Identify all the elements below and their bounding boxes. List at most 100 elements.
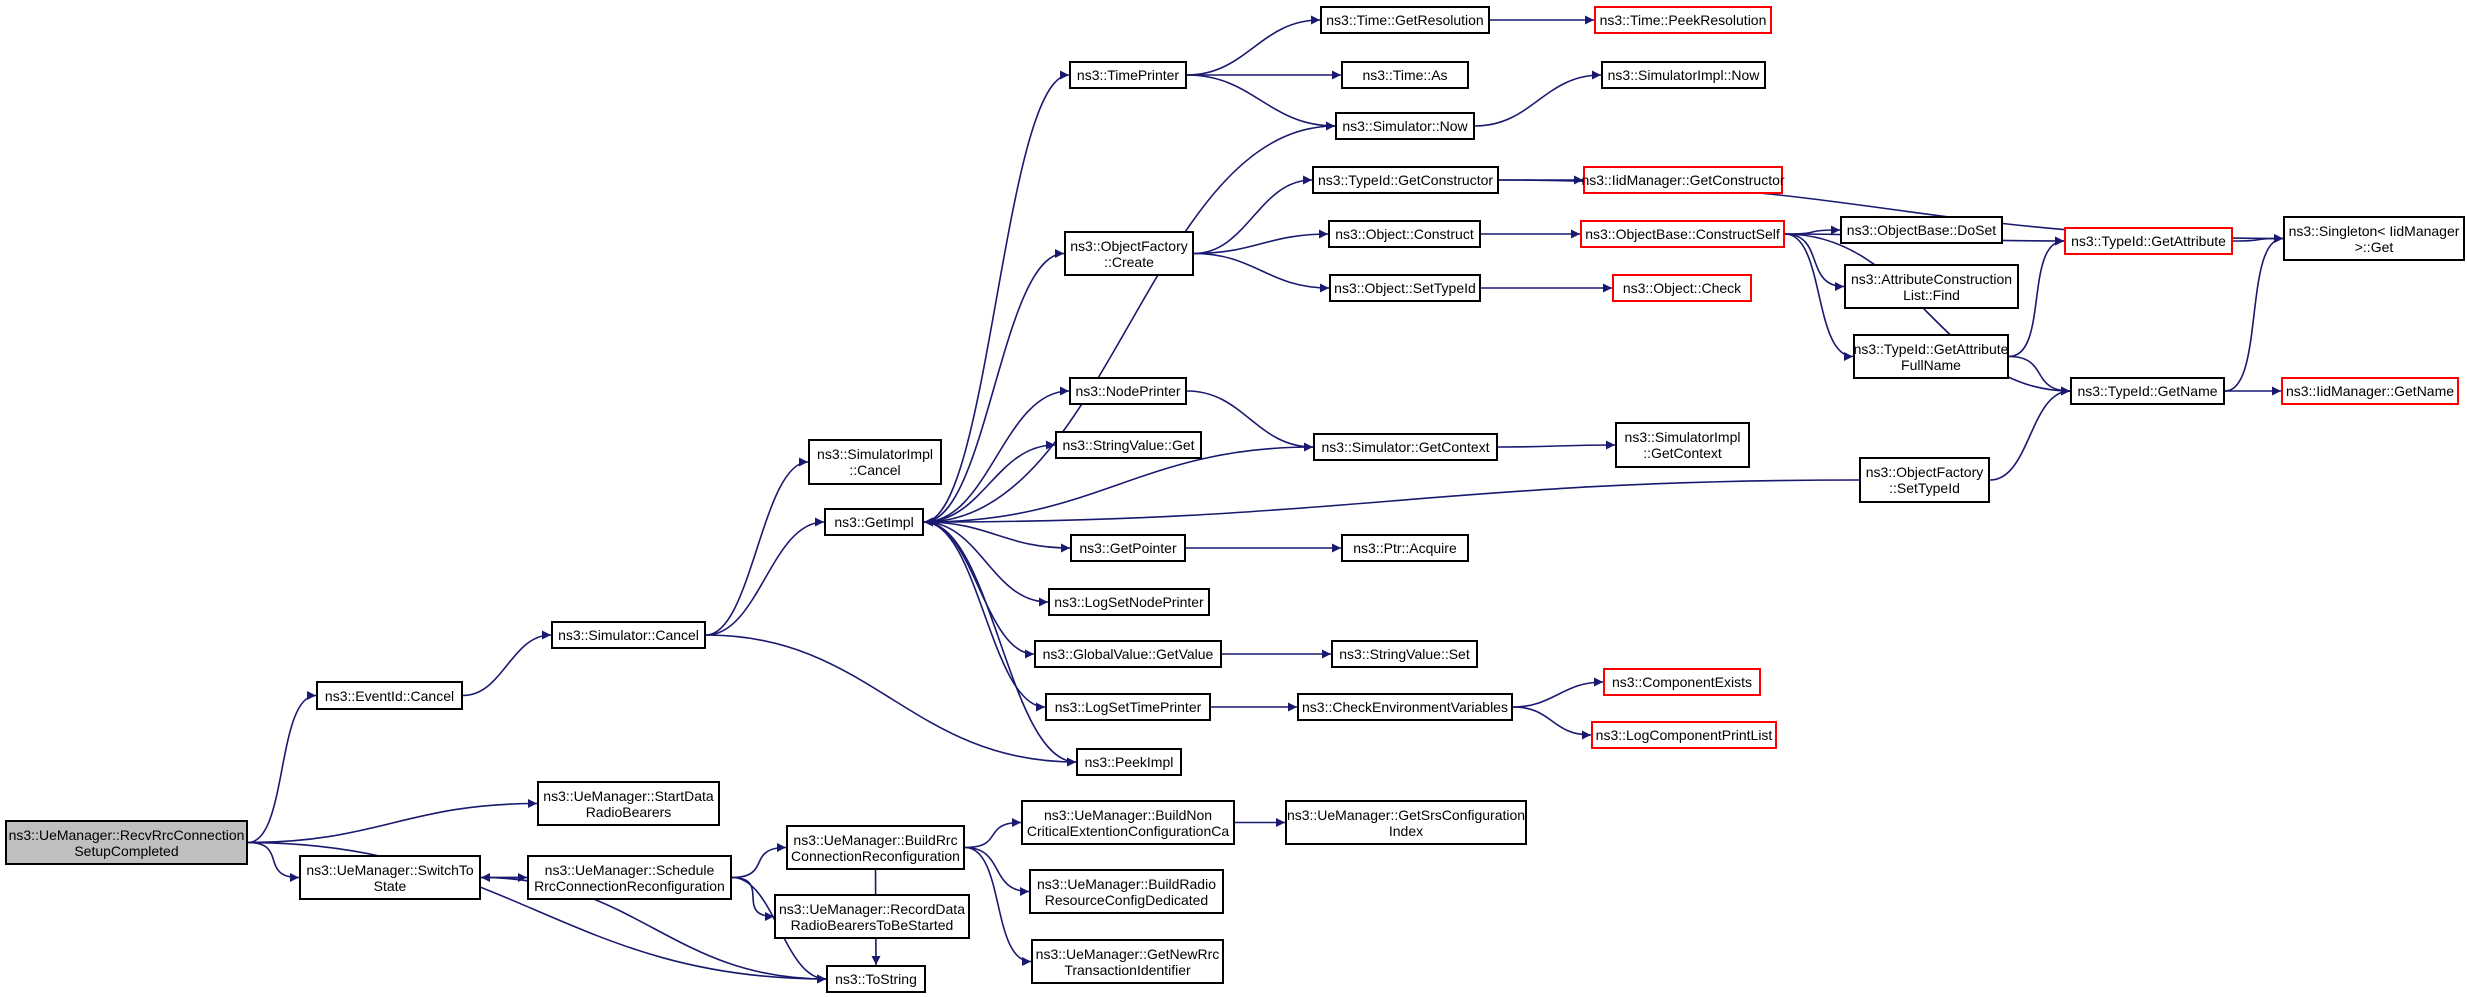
node-timeprinter[interactable]: ns3::TimePrinter <box>1069 61 1187 89</box>
node-object-check[interactable]: ns3::Object::Check <box>1612 274 1752 302</box>
node-object-construct[interactable]: ns3::Object::Construct <box>1328 220 1481 248</box>
node-sim-getcontext[interactable]: ns3::Simulator::GetContext <box>1313 433 1498 461</box>
node-label-line: ns3::UeManager::StartData <box>543 787 714 804</box>
node-ptr-acquire[interactable]: ns3::Ptr::Acquire <box>1341 534 1469 562</box>
edge-typeid-getattribute-to-singleton-get <box>2232 234 2284 244</box>
edge-objectbase-constructself-to-typeid-getattributefullname <box>1784 233 1854 361</box>
node-sim-cancel[interactable]: ns3::Simulator::Cancel <box>551 621 706 649</box>
node-label-line: SetupCompleted <box>74 842 179 859</box>
node-label-line: ns3::IidManager::GetName <box>2285 383 2455 399</box>
node-label-line: ns3::TypeId::GetConstructor <box>1317 172 1494 188</box>
node-checkenv[interactable]: ns3::CheckEnvironmentVariables <box>1297 693 1513 721</box>
node-label-line: ns3::ToString <box>835 971 917 987</box>
edge-root-to-tostring <box>247 841 827 984</box>
node-label-line: TransactionIdentifier <box>1064 961 1191 978</box>
node-componentexists[interactable]: ns3::ComponentExists <box>1603 668 1761 696</box>
node-getpointer[interactable]: ns3::GetPointer <box>1070 534 1186 562</box>
node-typeid-getname[interactable]: ns3::TypeId::GetName <box>2070 377 2225 405</box>
node-logsetnodeprinter[interactable]: ns3::LogSetNodePrinter <box>1048 588 1210 616</box>
edge-objfactory-settypeid-to-typeid-getname <box>1989 386 2071 481</box>
node-time-peekresolution[interactable]: ns3::Time::PeekResolution <box>1594 6 1772 34</box>
edge-root-to-switchto <box>247 841 300 882</box>
node-label-line: CriticalExtentionConfigurationCa <box>1026 822 1230 839</box>
node-singleton-get[interactable]: ns3::Singleton< IidManager >::Get <box>2283 216 2465 261</box>
node-label-line: ns3::Time::GetResolution <box>1326 12 1484 28</box>
edge-typeid-getattributefullname-to-typeid-getattribute <box>2008 236 2065 358</box>
node-label-line: RadioBearersToBeStarted <box>790 916 954 933</box>
node-object-settypeid[interactable]: ns3::Object::SetTypeId <box>1329 274 1481 302</box>
node-simimpl-getcontext[interactable]: ns3::SimulatorImpl::GetContext <box>1615 422 1750 468</box>
node-label-line: ns3::ObjectBase::DoSet <box>1846 222 1997 238</box>
node-label-line: ns3::GetImpl <box>834 514 914 530</box>
edge-buildrrc-to-getnewrrc <box>964 846 1032 966</box>
edge-objfactory-create-to-object-settypeid <box>1193 252 1330 293</box>
edge-sim-now-to-simimpl-now <box>1474 70 1602 127</box>
edge-getimpl-to-objfactory-create <box>923 249 1065 523</box>
node-label-line: ns3::LogSetNodePrinter <box>1054 594 1204 610</box>
node-label-line: ns3::Ptr::Acquire <box>1353 540 1457 556</box>
edge-getimpl-to-nodeprinter <box>923 386 1070 523</box>
edge-sim-getcontext-to-getimpl <box>923 446 1314 527</box>
node-label-line: ::Cancel <box>849 462 901 478</box>
node-label-line: ns3::UeManager::GetNewRrc <box>1035 945 1220 962</box>
node-label-line: ns3::Object::SetTypeId <box>1334 280 1476 296</box>
edge-nodeprinter-to-sim-getcontext <box>1186 390 1314 452</box>
node-nodeprinter[interactable]: ns3::NodePrinter <box>1069 377 1187 405</box>
node-label-line: >::Get <box>2354 238 2394 255</box>
node-label-line: ns3::Simulator::Now <box>1342 118 1468 134</box>
node-label-line: ResourceConfigDedicated <box>1044 891 1209 908</box>
node-label-line: ns3::LogComponentPrintList <box>1595 727 1773 743</box>
node-getimpl[interactable]: ns3::GetImpl <box>824 508 924 536</box>
node-label-line: ns3::Simulator::GetContext <box>1321 439 1490 455</box>
node-time-as[interactable]: ns3::Time::As <box>1341 61 1469 89</box>
node-time-getresolution[interactable]: ns3::Time::GetResolution <box>1320 6 1490 34</box>
node-label-line: Index <box>1388 822 1424 839</box>
node-simimpl-cancel[interactable]: ns3::SimulatorImpl::Cancel <box>808 439 942 485</box>
node-sim-now[interactable]: ns3::Simulator::Now <box>1335 112 1475 140</box>
node-simimpl-now[interactable]: ns3::SimulatorImpl::Now <box>1601 61 1766 89</box>
node-logcomponentprintlist[interactable]: ns3::LogComponentPrintList <box>1591 721 1777 749</box>
node-objfactory-settypeid[interactable]: ns3::ObjectFactory::SetTypeId <box>1859 457 1990 503</box>
node-label-line: ns3::ObjectFactory <box>1865 464 1984 480</box>
node-peekimpl[interactable]: ns3::PeekImpl <box>1076 748 1182 776</box>
node-label-line: ns3::SimulatorImpl <box>1624 429 1741 445</box>
node-eventid-cancel[interactable]: ns3::EventId::Cancel <box>316 681 463 710</box>
edge-sim-cancel-to-simimpl-cancel <box>705 457 809 636</box>
node-label-line: ns3::Object::Construct <box>1335 226 1474 242</box>
node-iidmanager-getconstructor[interactable]: ns3::IidManager::GetConstructor <box>1581 166 1785 194</box>
node-label-line: ns3::UeManager::RecordData <box>779 900 965 917</box>
edge-objfactory-settypeid-to-getimpl <box>923 479 1860 527</box>
edge-getimpl-to-logsettimeprinter <box>923 521 1046 712</box>
node-stringvalue-get[interactable]: ns3::StringValue::Get <box>1055 431 1202 459</box>
node-logsettimeprinter[interactable]: ns3::LogSetTimePrinter <box>1045 693 1211 721</box>
edge-root-to-startdata <box>247 799 538 844</box>
node-label-line: ns3::Time::As <box>1362 67 1448 83</box>
node-label-line: ns3::UeManager::GetSrsConfiguration <box>1286 806 1526 823</box>
node-label-line: ns3::CheckEnvironmentVariables <box>1302 699 1508 715</box>
node-globalvalue-getvalue[interactable]: ns3::GlobalValue::GetValue <box>1034 640 1222 668</box>
node-stringvalue-set[interactable]: ns3::StringValue::Set <box>1331 640 1478 668</box>
edge-checkenv-to-componentexists <box>1512 677 1604 708</box>
edge-buildrrc-to-buildnoncritical <box>964 818 1022 849</box>
node-iidmanager-getname[interactable]: ns3::IidManager::GetName <box>2281 377 2459 405</box>
node-typeid-getconstructor[interactable]: ns3::TypeId::GetConstructor <box>1312 166 1499 194</box>
node-tostring[interactable]: ns3::ToString <box>826 965 926 993</box>
node-objfactory-create[interactable]: ns3::ObjectFactory::Create <box>1064 231 1194 276</box>
node-objectbase-constructself[interactable]: ns3::ObjectBase::ConstructSelf <box>1580 220 1785 248</box>
node-label-line: ns3::UeManager::BuildRadio <box>1037 875 1216 892</box>
edge-schedule-to-buildrrc <box>731 843 787 879</box>
node-objectbase-doset[interactable]: ns3::ObjectBase::DoSet <box>1840 216 2003 244</box>
node-typeid-getattribute[interactable]: ns3::TypeId::GetAttribute <box>2064 227 2233 255</box>
